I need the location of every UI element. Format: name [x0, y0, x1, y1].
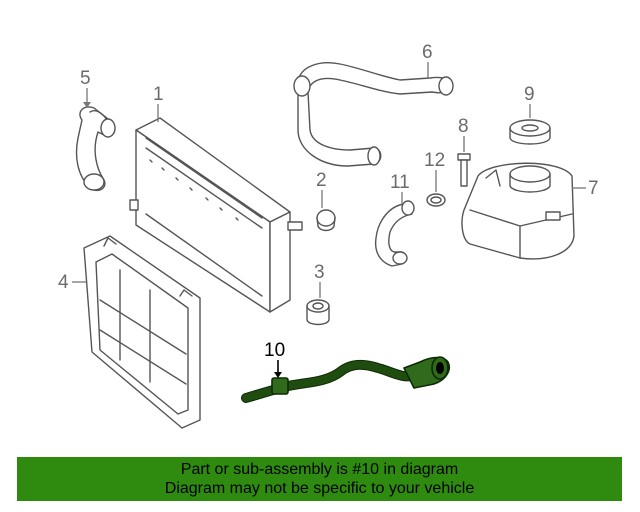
- parts-diagram: 5 1 4 6: [58, 42, 599, 429]
- leader-10-arrow: [274, 372, 282, 378]
- callout-6: 6: [422, 42, 433, 63]
- callout-5: 5: [80, 68, 91, 89]
- part-info-banner: Part or sub-assembly is #10 in diagram D…: [17, 457, 622, 501]
- callout-7: 7: [588, 178, 599, 199]
- part-12-clamp[interactable]: [426, 193, 446, 207]
- callout-11: 11: [390, 172, 410, 193]
- part-9-cap[interactable]: [509, 119, 551, 145]
- part-6-pipe[interactable]: [293, 62, 454, 167]
- callout-2: 2: [316, 170, 327, 191]
- part-1-radiator[interactable]: [129, 117, 303, 313]
- leader-5-arrow: [83, 102, 91, 108]
- callout-10: 10: [264, 340, 285, 361]
- part-11-hose[interactable]: [374, 200, 415, 267]
- part-5-hose[interactable]: [75, 106, 116, 192]
- callout-8: 8: [458, 116, 469, 137]
- part-4-shroud[interactable]: [83, 235, 201, 429]
- callout-9: 9: [524, 84, 535, 105]
- banner-line-2: Diagram may not be specific to your vehi…: [164, 480, 475, 497]
- banner-line-1: Part or sub-assembly is #10 in diagram: [180, 461, 459, 478]
- callout-4: 4: [58, 272, 69, 293]
- callout-3: 3: [314, 262, 325, 283]
- part-10-hose-highlighted[interactable]: [241, 356, 450, 403]
- callout-1: 1: [153, 84, 164, 105]
- part-7-expansion-tank[interactable]: [461, 162, 575, 260]
- callout-12: 12: [424, 150, 445, 171]
- part-8-bolt[interactable]: [457, 153, 471, 187]
- part-2-grommet[interactable]: [316, 209, 336, 232]
- part-3-bushing[interactable]: [306, 299, 330, 326]
